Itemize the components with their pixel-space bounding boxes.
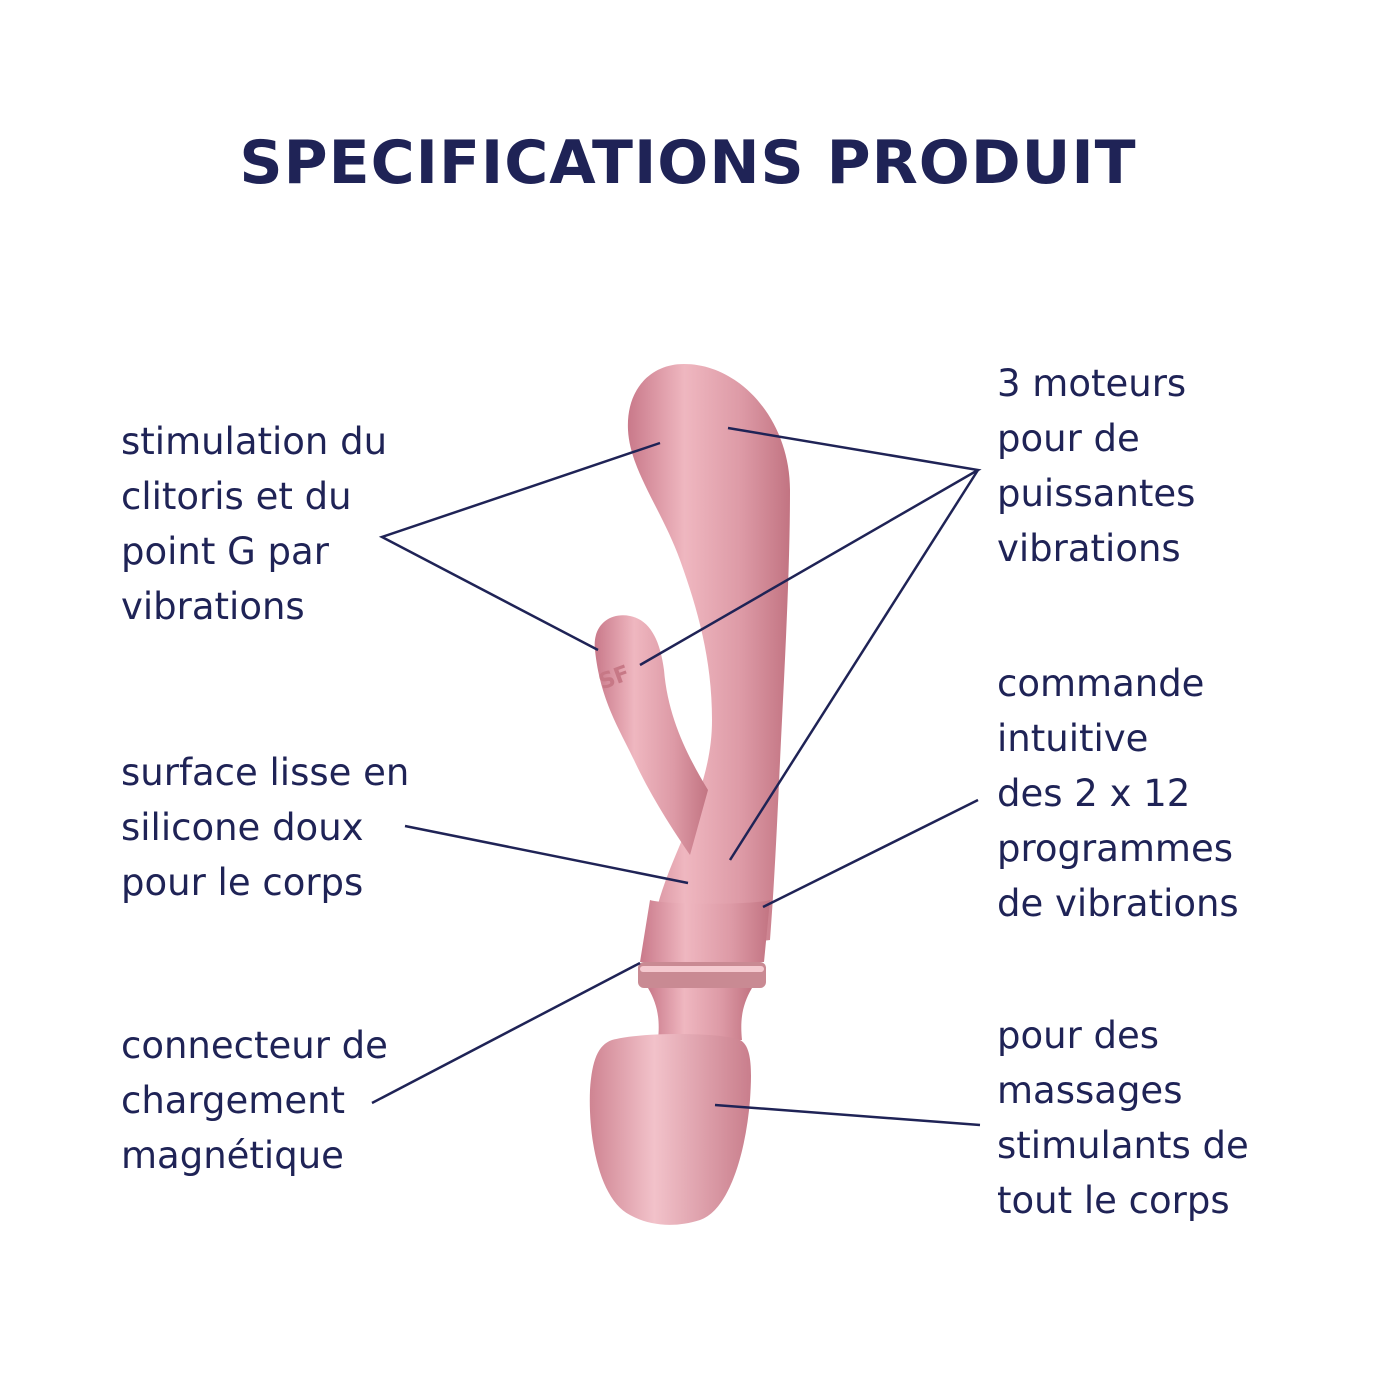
page-title: SPECIFICATIONS PRODUIT	[239, 128, 1137, 198]
feature-motors: 3 moteurs pour de puissantes vibrations	[997, 362, 1196, 570]
charging-band	[638, 962, 766, 988]
callout-line-motors-shaft	[728, 469, 980, 861]
wand-neck	[648, 988, 752, 1040]
feature-controls: commande intuitive des 2 x 12 programmes…	[997, 662, 1239, 925]
clitoral-arm	[594, 615, 708, 855]
wand-head	[589, 1034, 751, 1225]
feature-clitoral-g-spot: stimulation du clitoris et du point G pa…	[121, 420, 388, 628]
callout-line-silicone	[404, 824, 689, 885]
callout-line-clitoral-g-spot	[378, 441, 661, 652]
callout-line-charging	[371, 961, 641, 1105]
charging-band-highlight	[640, 966, 764, 972]
feature-body-massage: pour des massages stimulants de tout le …	[997, 1014, 1249, 1222]
handle	[640, 900, 770, 962]
callout-lines	[371, 426, 982, 1127]
g-spot-shaft	[627, 364, 790, 955]
vibrator-illustration: SF	[589, 364, 790, 1225]
callout-line-controls	[762, 798, 979, 909]
feature-silicone-surface: surface lisse en silicone doux pour le c…	[121, 751, 410, 904]
callout-line-massage	[714, 1103, 981, 1127]
feature-magnetic-charging: connecteur de chargement magnétique	[121, 1024, 388, 1177]
